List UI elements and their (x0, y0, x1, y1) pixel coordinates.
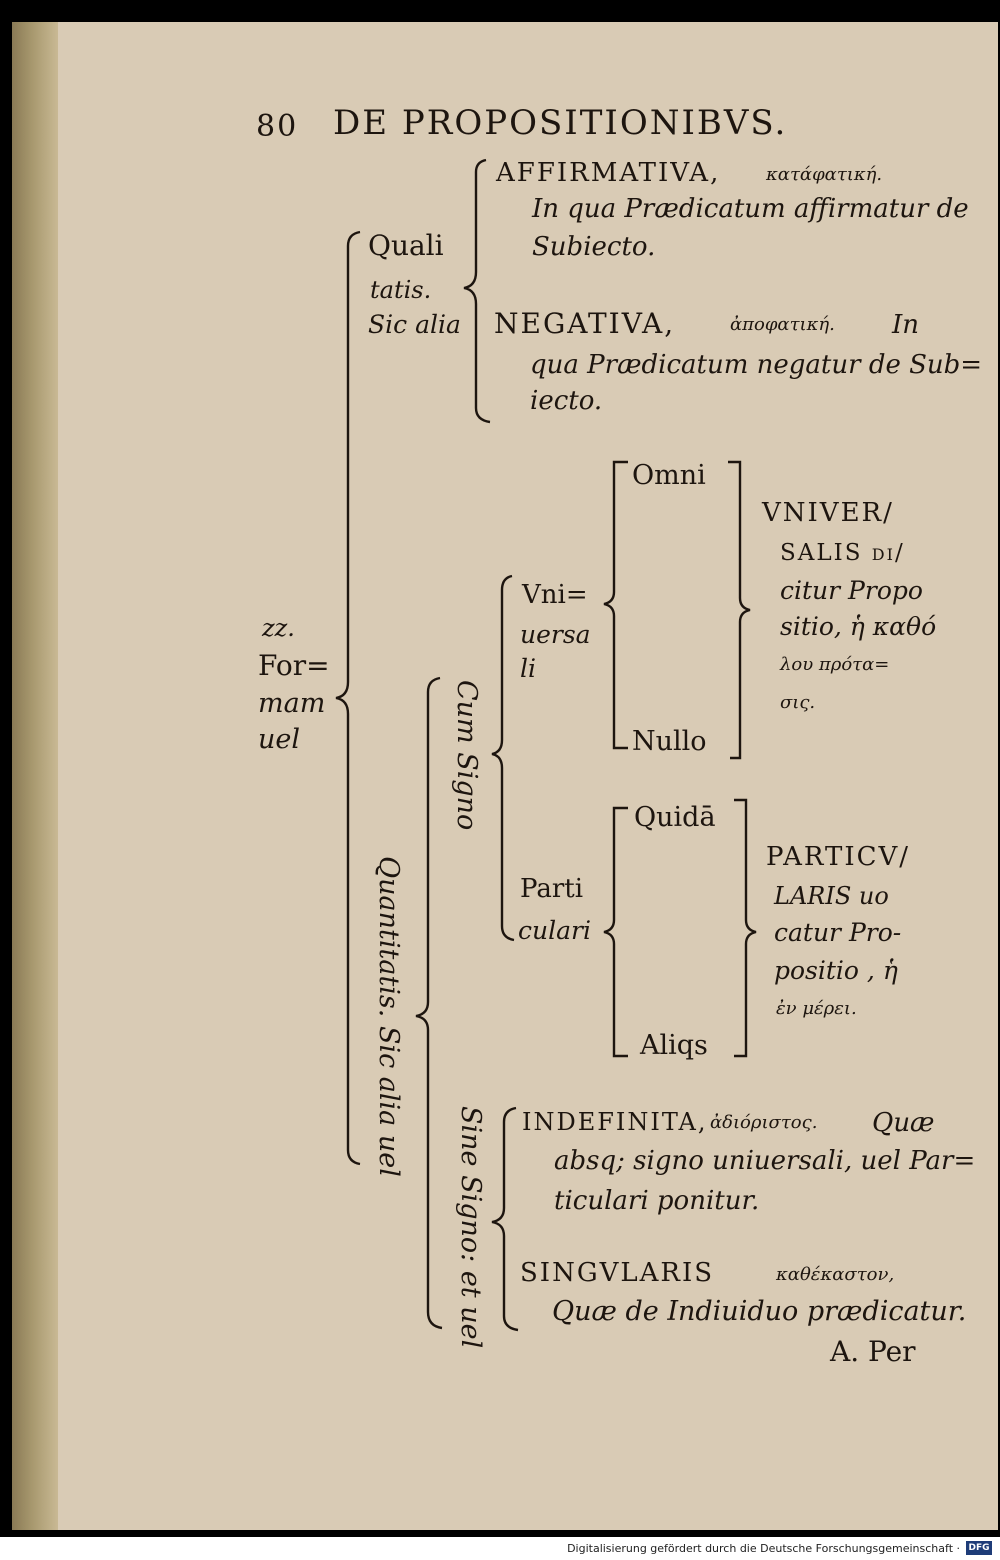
universalis-line-3: citur Propo (780, 576, 923, 605)
universali-label-3: li (520, 654, 536, 683)
digitization-footer: Digitalisierung gefördert durch die Deut… (0, 1537, 1000, 1560)
cum-signo-label: Cum Signo (451, 680, 482, 831)
particularis-line-4: positio , ἡ (774, 956, 898, 985)
margin-note-number: zz. (262, 614, 295, 642)
particularis-line-5: ἐν μέρει. (776, 998, 857, 1019)
page-title: DE PROPOSITIONIBVS. (333, 103, 788, 143)
negativa-tail: In (892, 310, 920, 340)
singularis-greek: καθέκαστον, (776, 1264, 895, 1285)
universalis-line-5: λου πρότα= (780, 654, 890, 675)
negativa-greek: ἀποφατική. (730, 314, 835, 335)
affirmativa-term: AFFIRMATIVA, (496, 158, 721, 188)
book-spine (12, 22, 58, 1530)
particularis-line-2: LARIS uo (774, 882, 889, 910)
sign-quidam: Quidā (634, 802, 716, 833)
negativa-line-2: qua Prædicatum negatur de Sub= (530, 350, 983, 380)
particulari-label-1: Parti (520, 874, 584, 904)
margin-note-formam-3: uel (258, 724, 301, 755)
singularis-term: SINGVLARIS (520, 1258, 715, 1288)
quantitatis-label: Quantitatis. Sic alia uel (373, 856, 404, 1177)
margin-note-formam-1: For= (258, 649, 330, 682)
affirmativa-greek: κατάφατική. (766, 164, 883, 185)
sine-signo-label: Sine Signo: et uel (455, 1106, 486, 1349)
universalis-line-6: σις. (780, 692, 816, 713)
sign-aliqs: Aliqs (640, 1030, 708, 1061)
qualitatis-label-1: Quali (368, 229, 444, 262)
indefinita-line-3: ticulari ponitur. (554, 1186, 760, 1216)
particulari-label-2: culari (518, 916, 591, 945)
qualitatis-label-3: Sic alia (368, 310, 461, 339)
sign-nullo: Nullo (632, 726, 707, 757)
negativa-line-3: iecto. (530, 386, 603, 416)
universalis-line-2: SALIS di/ (780, 540, 905, 566)
footer-credit: Digitalisierung gefördert durch die Deut… (567, 1542, 960, 1555)
indefinita-term: INDEFINITA, (522, 1108, 708, 1136)
universalis-line-1: VNIVER/ (762, 498, 894, 528)
indefinita-greek: ἀδιόριστος. (710, 1112, 818, 1133)
universalis-line-4: sitio, ἡ καθό (780, 612, 937, 641)
dfg-logo: DFG (966, 1541, 992, 1555)
affirmativa-line-2: In qua Prædicatum affirmatur de (532, 194, 969, 224)
sign-omni: Omni (632, 460, 706, 491)
catchword: A. Per (830, 1335, 916, 1368)
indefinita-tail: Quæ (872, 1108, 935, 1138)
particularis-line-1: PARTICV/ (766, 842, 911, 872)
particularis-line-3: catur Pro- (774, 918, 902, 947)
singularis-line-2: Quæ de Indiuiduo prædicatur. (552, 1296, 967, 1327)
universali-label-1: Vni= (522, 580, 588, 610)
page-number: 80 (256, 109, 299, 144)
qualitatis-label-2: tatis. (370, 276, 432, 304)
affirmativa-line-3: Subiecto. (532, 232, 656, 262)
negativa-term: NEGATIVA, (494, 307, 676, 340)
universali-label-2: uersa (520, 620, 591, 649)
indefinita-line-2: absq; signo uniuersali, uel Par= (554, 1146, 976, 1176)
margin-note-formam-2: mam (258, 688, 326, 719)
